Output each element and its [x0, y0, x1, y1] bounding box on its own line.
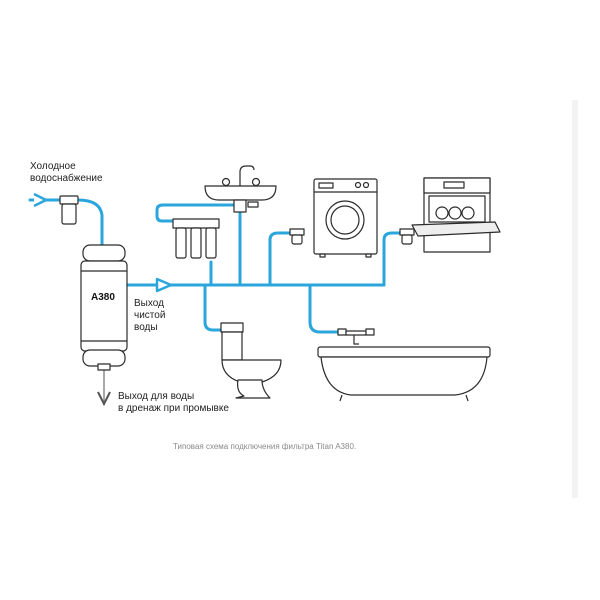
- faucet-icon: [239, 165, 255, 186]
- toilet-icon: [220, 322, 282, 399]
- ro-filter-icon: [172, 218, 220, 259]
- bath-pipe: [308, 283, 342, 334]
- inlet-arrow-icon: [33, 192, 48, 208]
- sink-icon: [204, 165, 277, 213]
- drain-arrow-icon: [97, 391, 111, 407]
- flow-arrows: [33, 192, 173, 293]
- drain-outlet-label: Выход для воды в дренаж при промывке: [118, 391, 229, 414]
- diagram-caption: Типовая схема подключения фильтра Titan …: [173, 442, 357, 451]
- main-filter-icon: [80, 244, 128, 371]
- ro-filter-pipe: [155, 203, 242, 287]
- toilet-pipe: [203, 283, 226, 332]
- dishwasher-pipe: [382, 231, 402, 287]
- page-scrollbar[interactable]: [572, 100, 578, 498]
- dishwasher-icon: [411, 177, 501, 253]
- bath-mixer-icon: [337, 328, 375, 345]
- bathtub-icon: [317, 346, 491, 402]
- equipment: [59, 165, 501, 402]
- washer-valve-icon: [289, 228, 305, 245]
- washer-pipe: [268, 231, 292, 287]
- drain-pipe: [97, 368, 111, 407]
- dishwasher-valve-icon: [399, 228, 415, 245]
- clean-outlet-label: Выход чистой воды: [134, 298, 166, 333]
- filter-model-label: A380: [91, 292, 115, 303]
- cold-supply-label: Холодное водоснабжение: [30, 161, 103, 184]
- washing-machine-icon: [313, 178, 378, 258]
- outlet-arrow-icon: [155, 277, 173, 293]
- prefilter-icon: [59, 195, 79, 225]
